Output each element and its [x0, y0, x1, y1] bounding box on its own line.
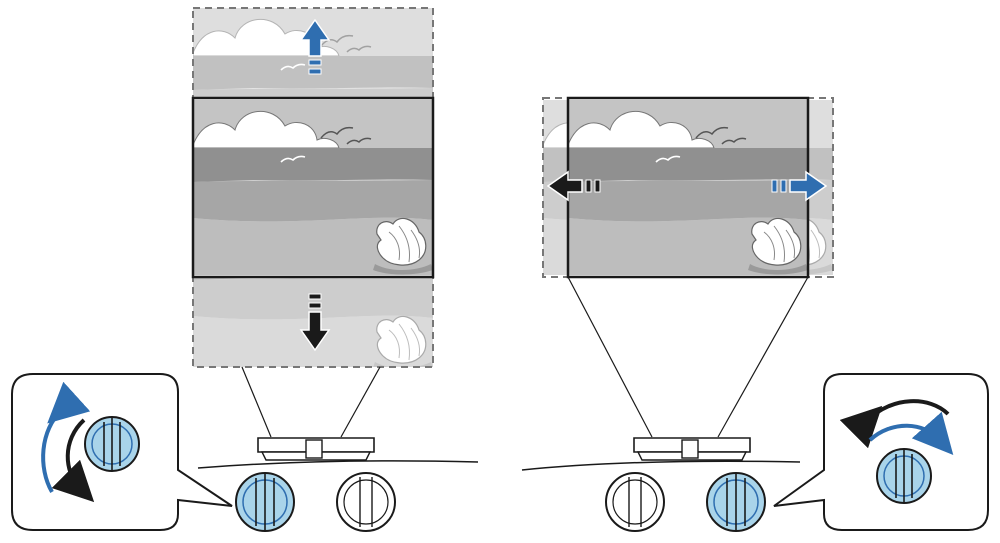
- callout-bubble: [773, 373, 989, 531]
- arrow-right-icon: [771, 170, 828, 202]
- projector-icon: [633, 437, 751, 461]
- lens-dial-icon: [84, 416, 140, 472]
- projector-icon: [257, 437, 375, 461]
- arrow-down-icon: [299, 293, 331, 352]
- rotate-vertical-icon: [41, 381, 95, 503]
- image-frame: [191, 96, 435, 279]
- shift-range-outline: [192, 7, 434, 368]
- lens-dial-icon[interactable]: [605, 472, 665, 532]
- lens-dial-icon[interactable]: [336, 472, 396, 532]
- rotate-horizontal-icon: [839, 399, 954, 455]
- arrow-up-icon: [299, 18, 331, 75]
- projected-image: [193, 99, 433, 276]
- lens-dial-icon: [876, 448, 932, 504]
- lens-dial-icon[interactable]: [235, 472, 295, 532]
- vertical-shift-panel: [11, 7, 479, 532]
- horizontal-shift-panel: [521, 96, 989, 532]
- arrow-left-icon: [546, 170, 601, 202]
- lens-dial-icon[interactable]: [706, 472, 766, 532]
